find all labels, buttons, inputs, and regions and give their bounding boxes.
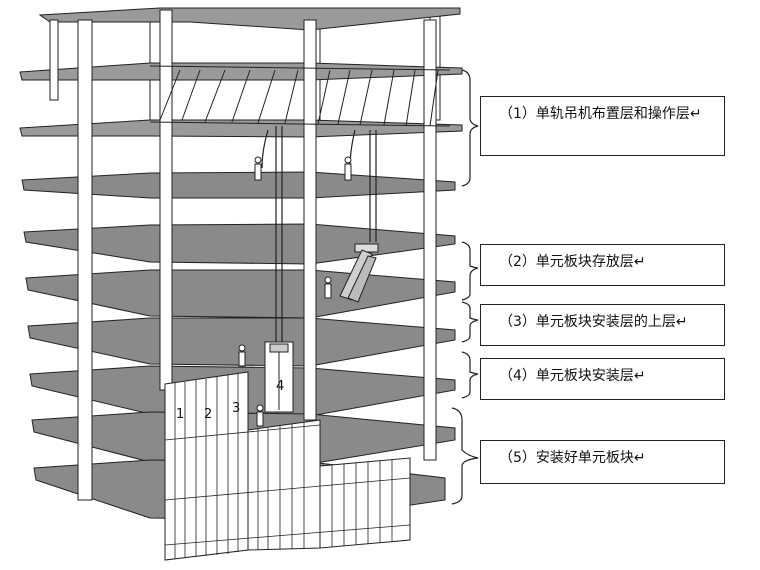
label-text: （1）单轨吊机布置层和操作层↵ [499, 106, 702, 122]
label-text: （3）单元板块安装层的上层↵ [499, 314, 688, 330]
label-installed-panels: （5）安装好单元板块↵ [480, 440, 725, 484]
worker-figure [238, 344, 246, 367]
hanging-panel [264, 341, 294, 413]
slab-6 [27, 317, 456, 367]
stored-panels [339, 243, 379, 303]
panel-marker-1: 1 [176, 407, 184, 422]
crane-rail [149, 65, 451, 127]
label-text: （2）单元板块存放层↵ [499, 254, 646, 270]
worker-figure [256, 404, 264, 427]
hoist-cables [261, 126, 377, 345]
level-braces [451, 69, 479, 505]
workers [238, 156, 352, 427]
front-columns [49, 9, 437, 501]
label-above-install-level: （3）单元板块安装层的上层↵ [480, 304, 725, 346]
worker-figure [324, 276, 332, 299]
label-crane-operation-level: （1）单轨吊机布置层和操作层↵ [480, 96, 725, 156]
panel-mullions [164, 374, 411, 559]
panel-marker-4: 4 [276, 379, 284, 394]
panel-marker-2: 2 [204, 407, 212, 422]
worker-figure [344, 156, 352, 181]
installed-panels [164, 371, 411, 561]
slab-4 [23, 223, 456, 265]
label-text: （5）安装好单元板块↵ [499, 450, 646, 466]
slab-1 [19, 62, 463, 81]
worker-figure [254, 156, 262, 181]
label-panel-storage-level: （2）单元板块存放层↵ [480, 244, 725, 286]
label-text: （4）单元板块安装层↵ [499, 368, 646, 384]
slab-roof [38, 7, 461, 31]
panel-marker-3: 3 [232, 401, 240, 416]
label-panel-install-level: （4）单元板块安装层↵ [480, 358, 725, 400]
